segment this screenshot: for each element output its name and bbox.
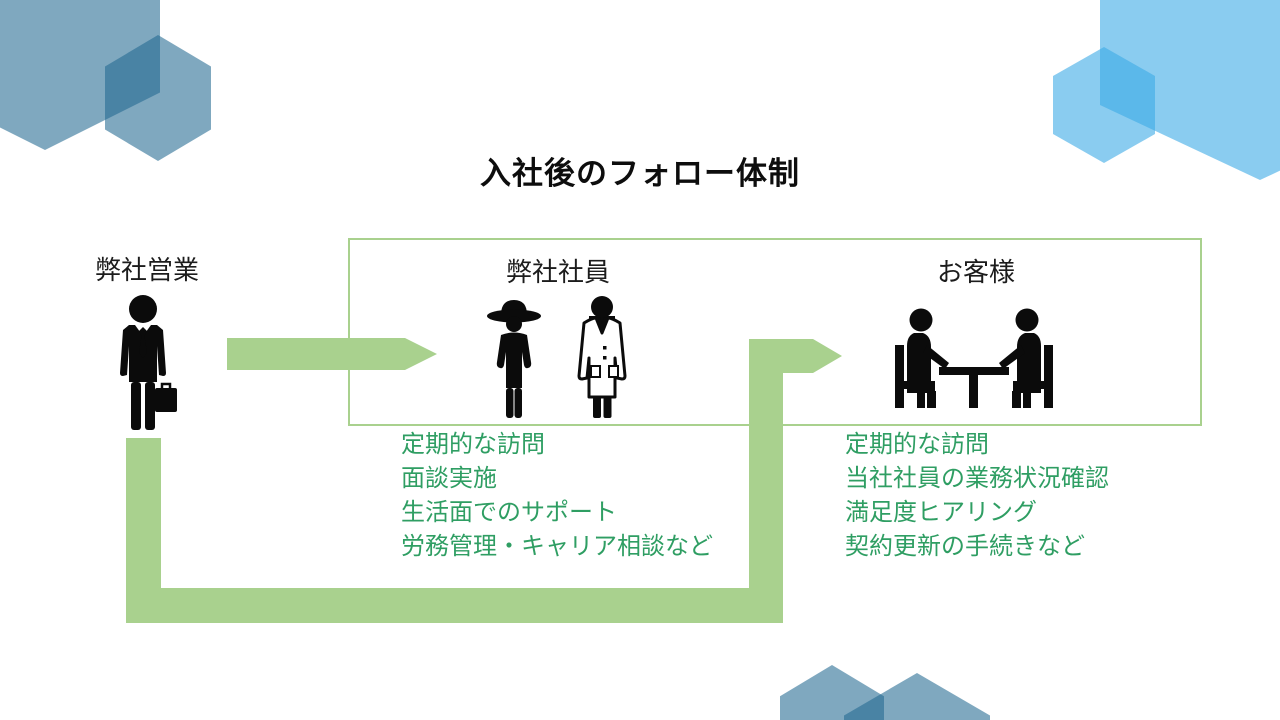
list-item: 生活面でのサポート	[401, 499, 617, 526]
list-item: 定期的な訪問	[845, 431, 989, 458]
list-item: 契約更新の手続きなど	[845, 533, 1085, 560]
meeting-left-person	[895, 308, 949, 408]
doctor-labcoat-icon	[577, 296, 627, 418]
list-item: 満足度ヒアリング	[845, 499, 1037, 526]
table	[939, 367, 1009, 375]
label-staff: 弊社社員	[505, 257, 611, 287]
label-customer: お客様	[936, 257, 1016, 287]
arrow-sales-to-staff	[227, 338, 437, 370]
page-title: 入社後のフォロー体制	[480, 156, 800, 191]
list-item: 労務管理・キャリア相談など	[401, 533, 713, 560]
list-item: 面談実施	[401, 465, 497, 492]
label-sales: 弊社営業	[94, 255, 200, 285]
arrow-loop-sales-to-customer	[126, 339, 842, 623]
staff-support-list: 定期的な訪問 面談実施 生活面でのサポート 労務管理・キャリア相談など	[401, 428, 713, 564]
meeting-at-table-icon	[895, 308, 1053, 408]
list-item: 定期的な訪問	[401, 431, 545, 458]
list-item: 当社社員の業務状況確認	[845, 465, 1109, 492]
worker-with-hat-icon	[487, 300, 541, 418]
customer-support-list: 定期的な訪問 当社社員の業務状況確認 満足度ヒアリング 契約更新の手続きなど	[845, 428, 1109, 564]
businessman-icon	[120, 295, 177, 430]
meeting-right-person	[999, 308, 1053, 408]
